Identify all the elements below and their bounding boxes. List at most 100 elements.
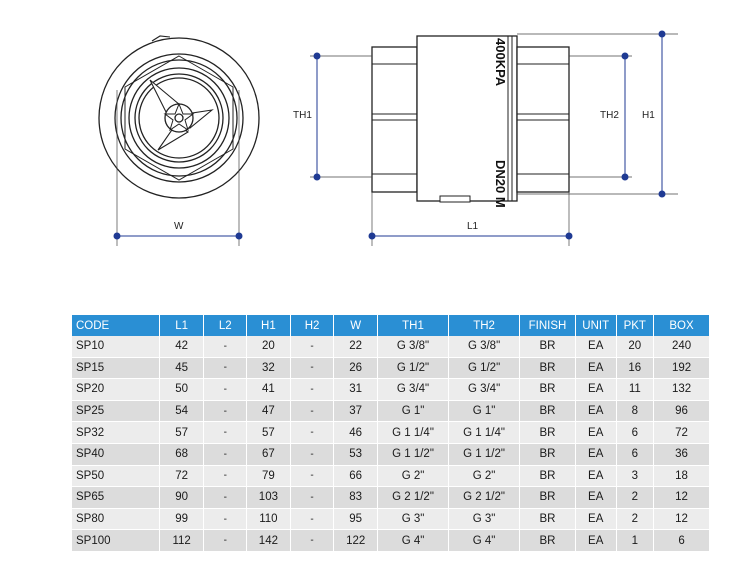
label-th2: TH2 xyxy=(600,110,619,121)
table-cell-th1: G 1 1/4" xyxy=(377,421,450,444)
table-cell-unit: EA xyxy=(575,357,617,380)
table-cell-unit: EA xyxy=(575,336,617,358)
body-marking-size: DN20 M xyxy=(493,160,508,208)
table-cell-finish: BR xyxy=(519,443,576,466)
table-cell-box: 72 xyxy=(653,421,710,444)
table-cell-box: 12 xyxy=(653,486,710,509)
table-cell-l2: - xyxy=(203,336,248,358)
label-h1: H1 xyxy=(642,110,655,121)
column-header-th2: TH2 xyxy=(448,315,521,336)
table-cell-pkt: 8 xyxy=(616,400,655,423)
dimension-w: W xyxy=(113,90,243,246)
table-cell-th2: G 4" xyxy=(448,529,521,552)
column-header-th1: TH1 xyxy=(377,315,450,336)
valve-technical-drawing: W 400KPA DN20 M TH1 xyxy=(98,30,678,246)
table-cell-code: SP100 xyxy=(72,529,160,552)
column-header-finish: FINISH xyxy=(519,315,576,336)
table-cell-th2: G 1/2" xyxy=(448,357,521,380)
table-cell-h2: - xyxy=(290,357,335,380)
table-cell-code: SP32 xyxy=(72,421,160,444)
table-cell-code: SP10 xyxy=(72,336,160,358)
table-cell-pkt: 3 xyxy=(616,465,655,488)
label-th1: TH1 xyxy=(293,110,312,121)
table-cell-h2: - xyxy=(290,465,335,488)
table-cell-l2: - xyxy=(203,486,248,509)
table-cell-pkt: 2 xyxy=(616,486,655,509)
table-cell-unit: EA xyxy=(575,465,617,488)
table-cell-finish: BR xyxy=(519,378,576,401)
table-cell-box: 132 xyxy=(653,378,710,401)
table-cell-h2: - xyxy=(290,529,335,552)
table-cell-h1: 103 xyxy=(246,486,291,509)
table-cell-h2: - xyxy=(290,421,335,444)
table-cell-w: 22 xyxy=(333,336,378,358)
table-cell-unit: EA xyxy=(575,529,617,552)
table-cell-box: 12 xyxy=(653,508,710,531)
column-header-l1: L1 xyxy=(159,315,205,336)
table-cell-finish: BR xyxy=(519,465,576,488)
table-cell-w: 66 xyxy=(333,465,378,488)
table-cell-l2: - xyxy=(203,529,248,552)
table-cell-box: 18 xyxy=(653,465,710,488)
column-header-w: W xyxy=(333,315,378,336)
column-header-h2: H2 xyxy=(290,315,335,336)
table-cell-th1: G 1" xyxy=(377,400,450,423)
table-cell-box: 36 xyxy=(653,443,710,466)
table-cell-l1: 90 xyxy=(159,486,205,509)
table-cell-l2: - xyxy=(203,421,248,444)
table-cell-code: SP50 xyxy=(72,465,160,488)
table-cell-w: 83 xyxy=(333,486,378,509)
column-header-box: BOX xyxy=(653,315,710,336)
table-cell-pkt: 6 xyxy=(616,443,655,466)
table-cell-pkt: 11 xyxy=(616,378,655,401)
table-cell-pkt: 6 xyxy=(616,421,655,444)
table-cell-h2: - xyxy=(290,486,335,509)
table-cell-l1: 45 xyxy=(159,357,205,380)
table-cell-l2: - xyxy=(203,465,248,488)
table-cell-th1: G 2" xyxy=(377,465,450,488)
table-cell-finish: BR xyxy=(519,400,576,423)
table-cell-l1: 57 xyxy=(159,421,205,444)
dimension-th1: TH1 xyxy=(293,52,372,181)
table-cell-code: SP65 xyxy=(72,486,160,509)
table-cell-th2: G 1 1/2" xyxy=(448,443,521,466)
table-cell-th1: G 3/4" xyxy=(377,378,450,401)
table-cell-h1: 110 xyxy=(246,508,291,531)
table-cell-th2: G 3/8" xyxy=(448,336,521,358)
table-cell-finish: BR xyxy=(519,336,576,358)
table-cell-finish: BR xyxy=(519,486,576,509)
table-cell-l1: 54 xyxy=(159,400,205,423)
table-cell-th1: G 3" xyxy=(377,508,450,531)
table-cell-w: 53 xyxy=(333,443,378,466)
table-cell-th2: G 1" xyxy=(448,400,521,423)
table-cell-h1: 20 xyxy=(246,336,291,358)
side-view xyxy=(371,35,570,203)
table-cell-h1: 47 xyxy=(246,400,291,423)
table-cell-w: 46 xyxy=(333,421,378,444)
table-cell-h1: 57 xyxy=(246,421,291,444)
table-cell-finish: BR xyxy=(519,508,576,531)
table-cell-th2: G 3" xyxy=(448,508,521,531)
label-w: W xyxy=(174,221,184,232)
table-cell-th1: G 3/8" xyxy=(377,336,450,358)
table-cell-code: SP40 xyxy=(72,443,160,466)
table-cell-th2: G 2" xyxy=(448,465,521,488)
table-cell-l1: 99 xyxy=(159,508,205,531)
label-l1: L1 xyxy=(467,221,479,232)
dimension-h1: H1 xyxy=(517,30,678,198)
table-cell-w: 95 xyxy=(333,508,378,531)
table-cell-l1: 50 xyxy=(159,378,205,401)
table-cell-h1: 41 xyxy=(246,378,291,401)
table-cell-pkt: 16 xyxy=(616,357,655,380)
table-cell-w: 26 xyxy=(333,357,378,380)
